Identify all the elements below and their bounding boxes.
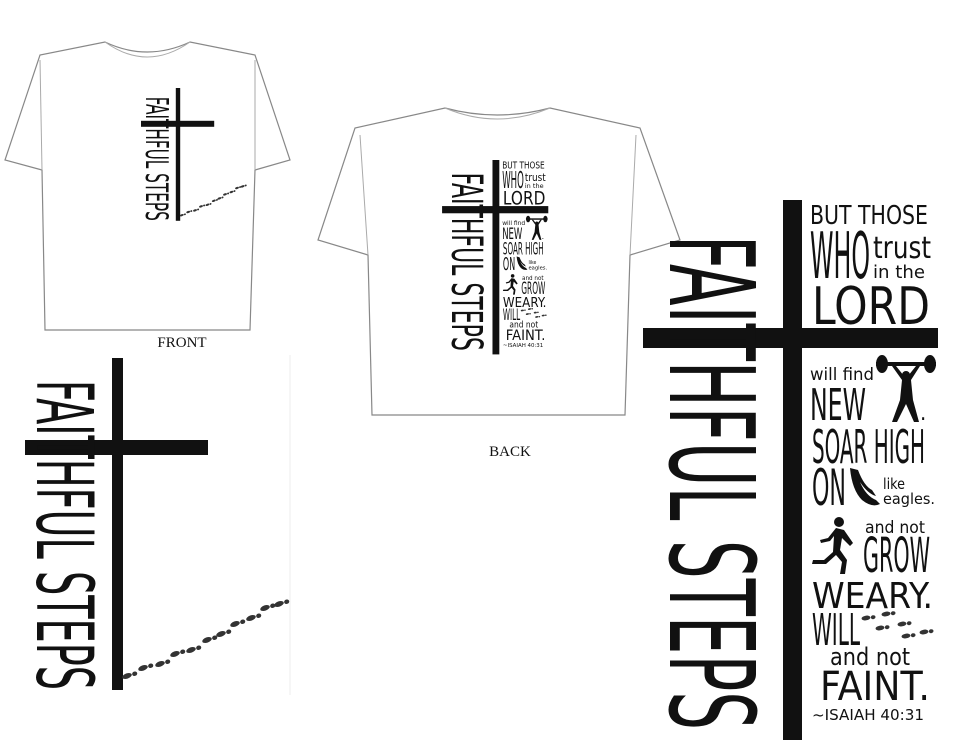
verse-like: like	[883, 475, 905, 493]
cross-horizontal	[25, 440, 208, 455]
footprint	[875, 624, 890, 632]
verse-will-find: will find	[810, 365, 874, 385]
footprint	[901, 632, 916, 640]
wing-icon	[850, 468, 880, 506]
title-vertical: FAITHFUL STEPS	[642, 235, 780, 730]
cross-horizontal	[643, 328, 938, 348]
footprint	[229, 617, 246, 629]
verse-grow: GROW	[863, 528, 930, 584]
footprints-icon	[121, 597, 290, 681]
front-design: FAITHFUL STEPS	[18, 358, 290, 690]
verse-on: ON	[812, 459, 846, 517]
front-label: FRONT	[157, 335, 206, 351]
verse-will: WILL	[812, 605, 860, 656]
verse-dot: .	[920, 401, 926, 426]
verse-weary: WEARY.	[812, 576, 933, 617]
runner-icon	[812, 517, 853, 574]
verse-trust: trust	[873, 231, 931, 266]
footprint	[897, 620, 912, 628]
verse-eagles: eagles.	[883, 490, 935, 508]
verse-citation: ~ISAIAH 40:31	[812, 706, 924, 724]
verse-faint: FAINT.	[820, 664, 930, 710]
weightlifter-icon	[876, 355, 936, 422]
footprint	[201, 633, 218, 645]
verse-soar-high: SOAR HIGH	[812, 420, 925, 474]
verse-and-not-1: and not	[865, 518, 925, 538]
footprint	[259, 601, 276, 613]
verse-who: WHO	[810, 220, 870, 294]
footprint	[121, 669, 138, 681]
back-label: BACK	[489, 444, 531, 460]
footprint	[185, 643, 202, 655]
verse-but-those: BUT THOSE	[810, 201, 928, 231]
verse-and-not-2: and not	[830, 643, 910, 671]
cross-vertical	[783, 200, 802, 740]
footprint	[215, 627, 232, 639]
footprint	[154, 657, 171, 669]
cross-vertical	[112, 358, 123, 690]
verse-in-the: in the	[873, 262, 925, 283]
footprint	[273, 597, 290, 609]
verse-new: NEW	[810, 380, 866, 431]
verse-lord: LORD	[812, 277, 930, 337]
back-design: FAITHFUL STEPS BUT THOSE WHO trust in th…	[642, 200, 938, 740]
footprint	[169, 647, 186, 659]
footprint	[245, 611, 262, 623]
footprint	[919, 628, 934, 636]
title-vertical: FAITHFUL STEPS	[18, 380, 108, 690]
back-shirt-print	[441, 160, 548, 354]
footprint	[137, 661, 154, 673]
